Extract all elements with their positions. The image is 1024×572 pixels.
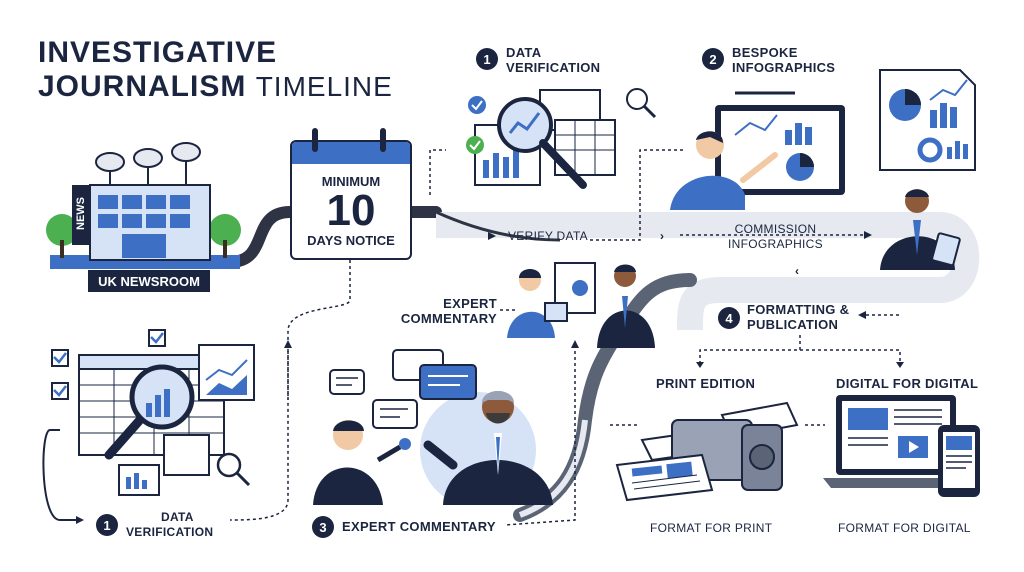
data-verification-bottom-illustration: [51, 329, 255, 496]
microphone-icon: [399, 438, 411, 450]
satellite-dish-icon: [171, 142, 201, 162]
expert-interview-illustration: [313, 349, 553, 505]
arrowhead-calendar-up: [284, 340, 292, 348]
print-caption: FORMAT FOR PRINT: [650, 521, 773, 535]
connector-calendar-down: [229, 260, 351, 521]
road-segment-lower-light: [518, 419, 588, 518]
step-2-label-line2: INFOGRAPHICS: [732, 60, 836, 75]
connector-to-verify: [429, 149, 446, 195]
connector-split: [699, 335, 901, 365]
printing-press-illustration: [615, 401, 799, 502]
step-1-top-label-line1: DATA: [506, 45, 542, 60]
speech-bubble-icon: [329, 369, 365, 395]
digital-caption: FORMAT FOR DIGITAL: [838, 521, 971, 535]
check-icon: [466, 136, 484, 154]
arrowhead-commission: [864, 231, 872, 239]
step-4-label: FORMATTING & PUBLICATION: [747, 302, 849, 332]
connector-expert-down: [504, 345, 576, 526]
title-line-2: JOURNALISM TIMELINE: [38, 70, 393, 104]
arrowhead-format: [858, 311, 866, 319]
step-2-number: 2: [702, 48, 724, 70]
calendar-ring-right: [380, 128, 386, 152]
step-1-bottom-label: DATA VERIFICATION: [126, 510, 213, 540]
small-magnifier-icon: [216, 452, 242, 478]
step-2-label-line1: BESPOKE: [732, 45, 798, 60]
title-line-3: TIMELINE: [255, 71, 393, 102]
arrowhead-loop: [76, 516, 84, 524]
step-1-top-label-line2: VERIFICATION: [506, 60, 601, 75]
title-line-2-text: JOURNALISM: [38, 70, 247, 103]
tree-right-icon: [209, 214, 241, 246]
arrowhead-verify: [488, 232, 496, 240]
notice-number: 10: [326, 186, 376, 235]
road-edge-middle: [435, 210, 561, 242]
commission-line1: COMMISSION: [734, 222, 817, 236]
connector-verify-infographics: [590, 149, 686, 241]
step-3-label: EXPERT COMMENTARY: [342, 519, 496, 534]
data-verification-top-illustration: [466, 88, 657, 189]
page-title: INVESTIGATIVE JOURNALISM TIMELINE: [38, 36, 393, 104]
magnifier-icon: [497, 97, 553, 153]
step-1-bottom-label-line2: VERIFICATION: [126, 525, 214, 539]
step-1-top-number: 1: [476, 48, 498, 70]
notice-calendar: MINIMUM 10 DAYS NOTICE: [290, 140, 412, 260]
businessman-tablet-illustration: [880, 189, 961, 270]
path-label-expert: EXPERT COMMENTARY: [397, 296, 497, 326]
calendar-header: [292, 142, 410, 164]
speech-bubble-icon: [419, 364, 477, 400]
laptop-phone-illustration: [823, 395, 980, 497]
calendar-ring-left: [312, 128, 318, 152]
satellite-dish-icon: [95, 152, 125, 172]
arrowhead-expert-up: [571, 340, 579, 348]
arrowhead-digital-edition: [896, 362, 904, 368]
step-2-label: BESPOKE INFOGRAPHICS: [732, 45, 835, 75]
speech-bubble-icon: [372, 399, 418, 429]
expert-line2: COMMENTARY: [400, 311, 497, 326]
infographics-designer-illustration: [670, 91, 845, 210]
step-1-top-label: DATA VERIFICATION: [506, 45, 600, 75]
commission-line2: INFOGRAPHICS: [728, 237, 823, 251]
satellite-dish-icon: [133, 148, 163, 168]
step-1-bottom-number: 1: [96, 514, 118, 536]
step-4-label-line2: PUBLICATION: [747, 317, 839, 332]
step-4-number: 4: [718, 307, 740, 329]
newsroom-building-illustration: NEWS: [46, 142, 241, 269]
svg-text:›: ›: [660, 229, 664, 243]
road-loop-left: [42, 429, 80, 521]
play-icon: [909, 441, 919, 453]
road-band-middle: [436, 212, 980, 331]
expert-line1: EXPERT: [443, 296, 497, 311]
small-magnifier-icon: [626, 88, 648, 110]
step-1-bottom-label-line1: DATA: [161, 510, 194, 524]
svg-text:‹: ‹: [795, 264, 799, 278]
expert-meeting-illustration: [507, 262, 655, 348]
path-label-commission: COMMISSION INFOGRAPHICS: [728, 222, 823, 252]
newsroom-label: UK NEWSROOM: [88, 270, 210, 292]
arrowhead-print-edition: [696, 362, 704, 368]
digital-edition-title: DIGITAL FOR DIGITAL: [836, 376, 979, 391]
infographic-sheet-illustration: [879, 69, 976, 171]
step-3-number: 3: [312, 516, 334, 538]
notice-bottom: DAYS NOTICE: [307, 233, 395, 248]
path-label-verify: VERIFY DATA: [508, 229, 588, 243]
notice-top: MINIMUM: [321, 174, 381, 189]
news-sign-text: NEWS: [75, 197, 87, 230]
print-edition-title: PRINT EDITION: [656, 376, 756, 391]
road-segment-newsroom: [224, 206, 306, 268]
check-icon: [468, 96, 486, 114]
news-sign: [72, 185, 90, 245]
title-line-1: INVESTIGATIVE: [38, 36, 278, 69]
step-4-label-line1: FORMATTING &: [747, 302, 850, 317]
tree-left-icon: [46, 214, 78, 246]
